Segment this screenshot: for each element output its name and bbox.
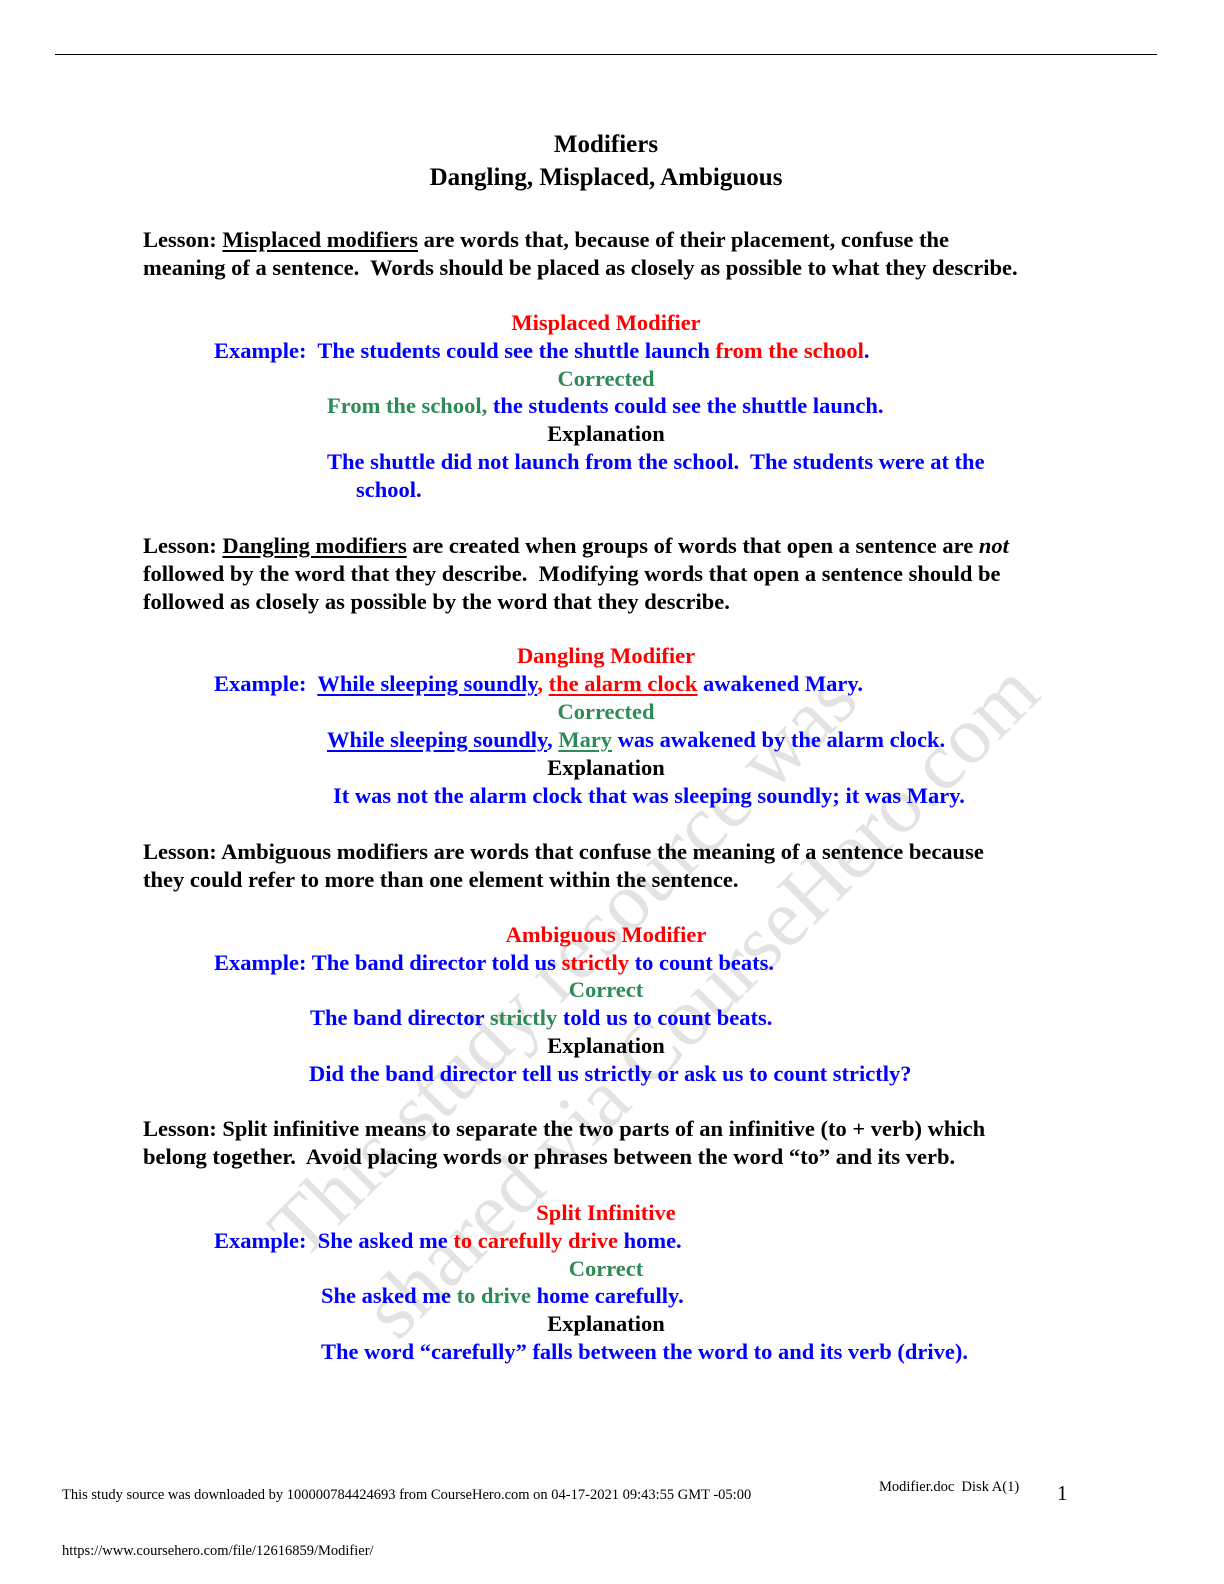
- corrected-line: While sleeping soundly, Mary was awakene…: [327, 726, 945, 754]
- text-segment: Lesson: Ambiguous modifiers are words th…: [143, 839, 984, 864]
- corrected-heading: Corrected: [0, 365, 1212, 393]
- text-segment: Lesson:: [143, 533, 223, 558]
- text-segment: to drive: [456, 1283, 531, 1308]
- text-segment: strictly: [561, 950, 630, 975]
- example-line: Example: The students could see the shut…: [214, 337, 869, 365]
- text-segment: followed as closely as possible by the w…: [143, 589, 730, 614]
- text-segment: Ambiguous Modifier: [505, 922, 707, 947]
- text-segment: not: [978, 533, 1009, 558]
- text-segment: from the school: [715, 338, 864, 363]
- text-segment: The band director: [310, 1005, 490, 1030]
- text-segment: Mary: [558, 727, 613, 752]
- text-segment: Correct: [568, 977, 644, 1002]
- lesson-ambiguous: they could refer to more than one elemen…: [143, 866, 739, 894]
- text-segment: followed by the word that they describe.…: [143, 561, 1001, 586]
- text-segment: meaning of a sentence. Words should be p…: [143, 255, 1018, 280]
- text-segment: Correct: [568, 1256, 644, 1281]
- explanation-line: The shuttle did not launch from the scho…: [327, 448, 985, 476]
- corrected-heading: Corrected: [0, 698, 1212, 726]
- text-segment: strictly: [489, 1005, 558, 1030]
- text-segment: was awakened by the alarm clock.: [612, 727, 946, 752]
- lesson-misplaced: meaning of a sentence. Words should be p…: [143, 254, 1018, 282]
- corrected-line: She asked me to drive home carefully.: [321, 1282, 684, 1310]
- text-segment: belong together. Avoid placing words or …: [143, 1144, 956, 1169]
- text-segment: She asked me: [321, 1283, 457, 1308]
- page-subtitle: Dangling, Misplaced, Ambiguous: [429, 164, 783, 191]
- section-heading: Ambiguous Modifier: [0, 921, 1212, 949]
- page-number: 1: [1057, 1481, 1068, 1505]
- text-segment: school.: [356, 477, 422, 502]
- text-segment: Example: The students could see the shut…: [214, 338, 716, 363]
- section-heading: Split Infinitive: [0, 1199, 1212, 1227]
- explanation-heading: Explanation: [0, 420, 1212, 448]
- text-segment: Explanation: [547, 421, 665, 446]
- corrected-line: The band director strictly told us to co…: [310, 1004, 772, 1032]
- text-segment: Explanation: [547, 1033, 665, 1058]
- text-segment: Dangling Modifier: [516, 643, 696, 668]
- text-segment: ,: [537, 671, 549, 696]
- section-heading: Dangling Modifier: [0, 642, 1212, 670]
- text-segment: ,: [547, 727, 559, 752]
- text-segment: Example: She asked me: [214, 1228, 454, 1253]
- text-segment: .: [863, 338, 870, 363]
- lesson-dangling: followed by the word that they describe.…: [143, 560, 1001, 588]
- explanation-line: school.: [356, 476, 422, 504]
- text-segment: awakened Mary.: [697, 671, 864, 696]
- correct-heading: Correct: [0, 1255, 1212, 1283]
- text-segment: Did the band director tell us strictly o…: [309, 1061, 912, 1086]
- text-segment: While sleeping soundly: [327, 727, 548, 752]
- text-segment: home carefully.: [531, 1283, 684, 1308]
- explanation-line: It was not the alarm clock that was slee…: [333, 782, 965, 810]
- example-line: Example: While sleeping soundly, the ala…: [214, 670, 863, 698]
- page-title: Modifiers: [553, 131, 659, 158]
- text-segment: Misplaced modifiers: [222, 227, 418, 252]
- source-url[interactable]: https://www.coursehero.com/file/12616859…: [62, 1543, 374, 1559]
- text-segment: are words that, because of their placeme…: [418, 227, 949, 252]
- text-segment: are created when groups of words that op…: [406, 533, 979, 558]
- example-line: Example: She asked me to carefully drive…: [214, 1227, 682, 1255]
- lesson-ambiguous: Lesson: Ambiguous modifiers are words th…: [143, 838, 984, 866]
- lesson-split-infinitive: Lesson: Split infinitive means to separa…: [143, 1115, 985, 1143]
- text-segment: The word “carefully” falls between the w…: [321, 1339, 969, 1364]
- text-segment: It was not the alarm clock that was slee…: [333, 783, 965, 808]
- text-segment: Corrected: [557, 366, 655, 391]
- text-segment: Lesson:: [143, 227, 223, 252]
- doc-label: Modifier.doc Disk A(1): [879, 1479, 1020, 1495]
- example-line: Example: The band director told us stric…: [214, 949, 774, 977]
- text-segment: the students could see the shuttle launc…: [492, 393, 884, 418]
- corrected-line: From the school, the students could see …: [327, 392, 884, 420]
- text-segment: they could refer to more than one elemen…: [143, 867, 739, 892]
- text-segment: While sleeping soundly: [317, 671, 538, 696]
- header-rule: [55, 54, 1157, 55]
- text-segment: the alarm clock: [548, 671, 698, 696]
- download-note: This study source was downloaded by 1000…: [62, 1487, 752, 1503]
- text-segment: Explanation: [547, 755, 665, 780]
- explanation-line: The word “carefully” falls between the w…: [321, 1338, 968, 1366]
- text-segment: Explanation: [547, 1311, 665, 1336]
- section-heading: Misplaced Modifier: [0, 309, 1212, 337]
- explanation-heading: Explanation: [0, 1310, 1212, 1338]
- text-segment: Example:: [214, 671, 318, 696]
- lesson-dangling: followed as closely as possible by the w…: [143, 588, 730, 616]
- explanation-line: Did the band director tell us strictly o…: [309, 1060, 912, 1088]
- explanation-heading: Explanation: [0, 1032, 1212, 1060]
- lesson-split-infinitive: belong together. Avoid placing words or …: [143, 1143, 955, 1171]
- text-segment: From the school,: [327, 393, 493, 418]
- lesson-dangling: Lesson: Dangling modifiers are created w…: [143, 532, 1009, 560]
- text-segment: Split Infinitive: [536, 1200, 676, 1225]
- text-segment: The shuttle did not launch from the scho…: [327, 449, 985, 474]
- text-segment: Misplaced Modifier: [511, 310, 701, 335]
- text-segment: home.: [617, 1228, 682, 1253]
- text-segment: to count beats.: [629, 950, 775, 975]
- text-segment: to carefully drive: [453, 1228, 618, 1253]
- explanation-heading: Explanation: [0, 754, 1212, 782]
- text-segment: told us to count beats.: [557, 1005, 773, 1030]
- text-segment: Example: The band director told us: [214, 950, 562, 975]
- text-segment: Dangling modifiers: [222, 533, 407, 558]
- text-segment: Corrected: [557, 699, 655, 724]
- lesson-misplaced: Lesson: Misplaced modifiers are words th…: [143, 226, 949, 254]
- correct-heading: Correct: [0, 976, 1212, 1004]
- text-segment: Lesson: Split infinitive means to separa…: [143, 1116, 986, 1141]
